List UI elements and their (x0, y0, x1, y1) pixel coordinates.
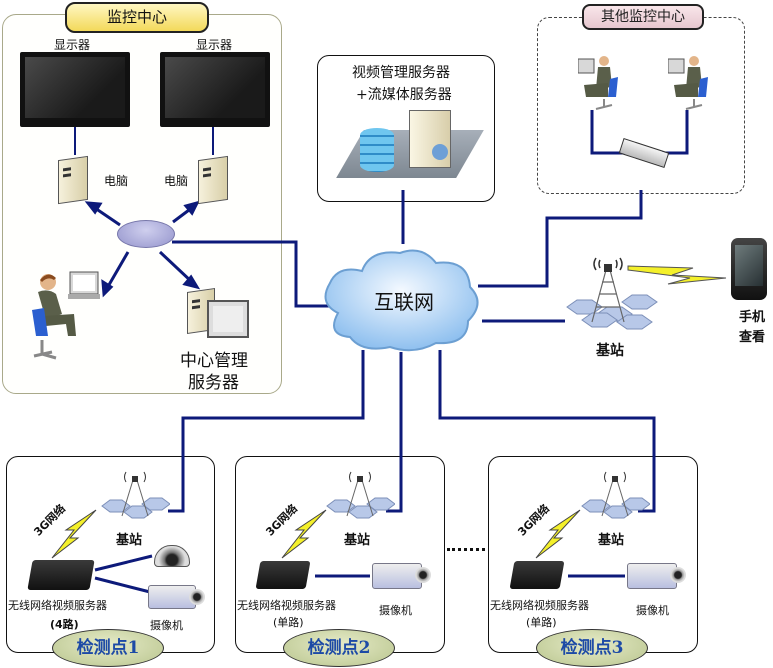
site-box-2 (235, 456, 445, 653)
center-server-label-1: 中心管理 (180, 351, 248, 371)
wire-internet-site2 (386, 352, 403, 513)
internet-label: 互联网 (374, 290, 434, 314)
database-icon (360, 128, 394, 172)
pc-right-icon (198, 155, 228, 205)
site3-device-label-2: (单路) (526, 616, 557, 629)
wire-othercenter-internet (478, 190, 643, 288)
site1-3g-bolt-icon (51, 509, 97, 559)
other-center-title: 其他监控中心 (582, 4, 704, 30)
site3-video-server-icon (509, 561, 565, 589)
site1-box-camera-icon (148, 585, 205, 609)
operator-icon (32, 271, 100, 360)
streaming-server-icon (409, 110, 451, 168)
site2-device-label-2: (单路) (273, 616, 304, 629)
site1-device-label-2: (4路) (50, 618, 79, 631)
site2-label: 检测点2 (283, 629, 395, 667)
more-sites-ellipsis (447, 548, 485, 551)
site2-camera-label: 摄像机 (379, 604, 412, 617)
site1-label: 检测点1 (52, 629, 164, 667)
monitor-right-label: 显示器 (196, 38, 233, 52)
wire-router-internet (172, 240, 330, 308)
wire-internet-site3 (438, 350, 656, 513)
internet-cloud-icon (324, 249, 479, 352)
router-icon (117, 220, 175, 248)
pc-left-label: 电脑 (104, 174, 129, 188)
mobile-label-2: 查看 (739, 330, 766, 345)
site2-device-label-1: 无线网络视频服务器 (237, 599, 336, 612)
site3-box-camera-icon (627, 563, 686, 589)
center-server-label-2: 服务器 (188, 373, 239, 393)
site1-device-label-1: 无线网络视频服务器 (8, 599, 107, 612)
bolt-mobile (627, 265, 727, 285)
monitor-right-icon (160, 52, 270, 127)
site3-device-label-1: 无线网络视频服务器 (490, 599, 589, 612)
other-operator-right-icon (668, 56, 708, 110)
base-station-main-label: 基站 (596, 343, 624, 359)
site1-camera-label: 摄像机 (150, 619, 183, 632)
pc-left-icon (58, 155, 88, 205)
pc-right-label: 电脑 (164, 174, 189, 188)
site3-label: 检测点3 (536, 629, 648, 667)
site1-base-station-icon (101, 471, 170, 519)
site3-3g-bolt-icon (535, 509, 581, 559)
video-server-label-1: 视频管理服务器 (352, 65, 450, 81)
site3-base-station-icon (581, 471, 650, 519)
center-server-icon (187, 288, 249, 342)
monitor-left-icon (20, 52, 130, 127)
video-server-label-2: +流媒体服务器 (356, 87, 452, 103)
site2-3g-bolt-icon (281, 509, 327, 559)
wire-othercenter-switch-left (590, 110, 625, 155)
wire-internet-site1 (168, 350, 365, 513)
mobile-label-1: 手机 (739, 310, 766, 325)
site3-camera-label: 摄像机 (636, 604, 669, 617)
arrow-router-operator (104, 251, 130, 291)
mobile-phone-icon (731, 238, 767, 300)
wire-site1-cam (94, 576, 151, 594)
arrow-router-server (158, 250, 195, 285)
monitoring-center-title: 监控中心 (65, 2, 209, 33)
wire-othercenter-switch-right (660, 110, 689, 155)
site2-box-camera-icon (372, 563, 431, 589)
site2-base-station-icon (326, 471, 395, 519)
user-icon (432, 144, 448, 160)
wire-site1-dome (94, 554, 153, 572)
site1-base-station-label: 基站 (116, 533, 143, 548)
monitor-left-label: 显示器 (54, 38, 91, 52)
site3-base-station-label: 基站 (598, 533, 625, 548)
site2-video-server-icon (255, 561, 311, 589)
site2-base-station-label: 基站 (344, 533, 371, 548)
site1-video-server-icon (27, 560, 95, 590)
other-operator-left-icon (578, 56, 618, 110)
site-box-3 (488, 456, 698, 653)
base-station-main-icon (566, 257, 658, 330)
